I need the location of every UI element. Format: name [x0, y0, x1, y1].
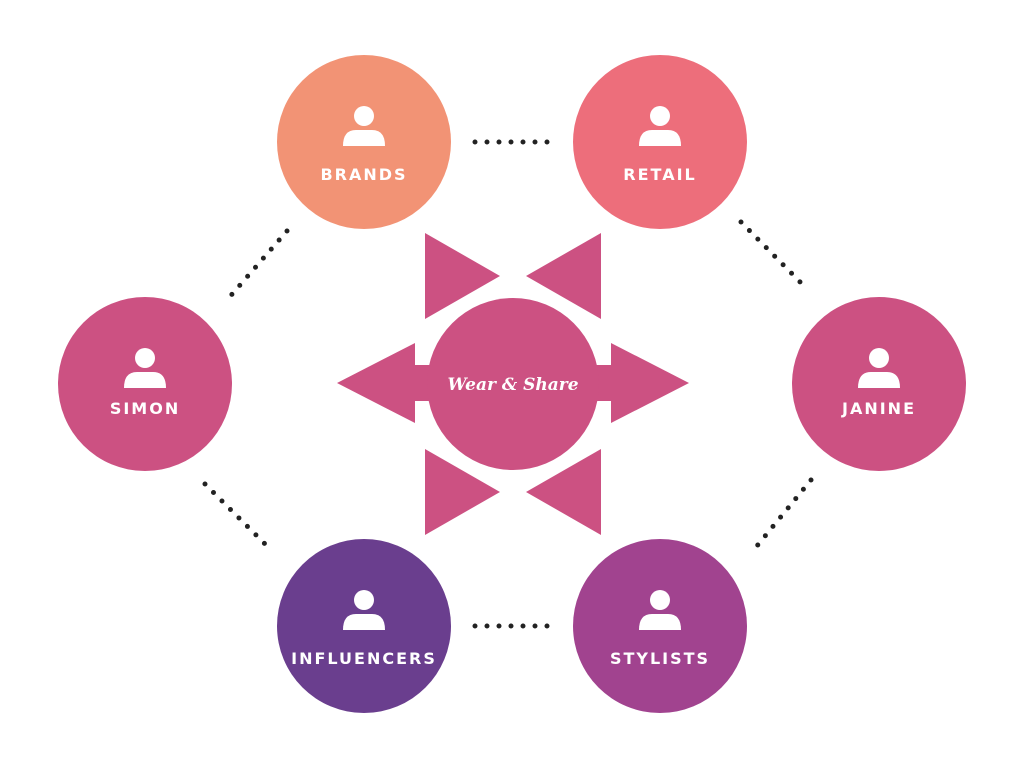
- node-influencers: INFLUENCERS: [277, 539, 451, 713]
- person-icon: [858, 348, 900, 388]
- arrow-up-right-icon: [526, 233, 601, 319]
- hub-label: Wear & Share: [447, 375, 578, 395]
- node-janine: JANINE: [792, 297, 966, 471]
- arrow-up-left-icon: [425, 233, 500, 319]
- connector-retail-janine: [738, 219, 811, 293]
- node-label: RETAIL: [623, 165, 696, 184]
- connector-janine-stylists: [749, 477, 814, 555]
- node-brands: BRANDS: [277, 55, 451, 229]
- connector-brands-simon: [224, 228, 290, 303]
- person-icon: [639, 106, 681, 146]
- node-stylists: STYLISTS: [573, 539, 747, 713]
- person-icon: [639, 590, 681, 630]
- connectors: [202, 139, 814, 629]
- node-label: STYLISTS: [610, 649, 710, 668]
- node-label: SIMON: [110, 399, 180, 418]
- hub-circle: [427, 298, 599, 470]
- node-label: JANINE: [841, 399, 916, 418]
- hub-arrows: [337, 233, 689, 535]
- node-simon: SIMON: [58, 297, 232, 471]
- connector-simon-influencers: [202, 481, 275, 554]
- arrow-down-right-icon: [526, 449, 601, 535]
- hub: Wear & Share: [337, 233, 689, 535]
- node-retail: RETAIL: [573, 55, 747, 229]
- person-icon: [343, 106, 385, 146]
- node-label: INFLUENCERS: [291, 649, 437, 668]
- person-icon: [124, 348, 166, 388]
- arrow-right-icon: [611, 343, 689, 423]
- node-label: BRANDS: [320, 165, 407, 184]
- arrow-left-icon: [337, 343, 415, 423]
- arrow-down-left-icon: [425, 449, 500, 535]
- person-icon: [343, 590, 385, 630]
